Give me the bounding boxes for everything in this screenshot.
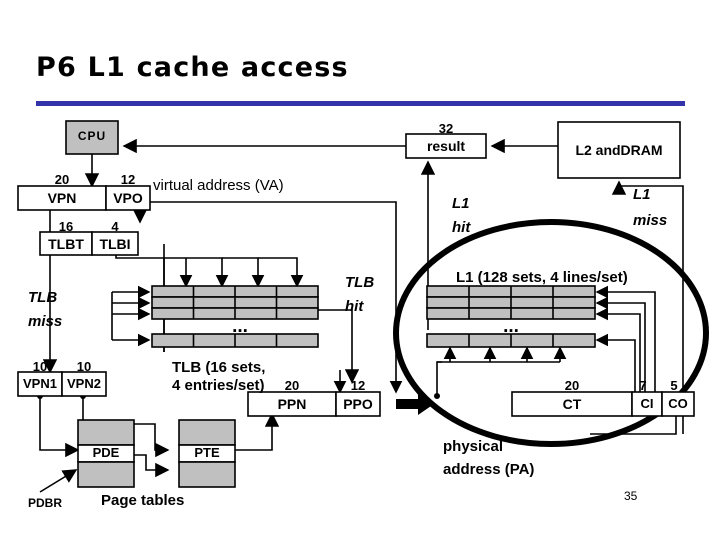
l1-caption: L1 (128 sets, 4 lines/set) [456, 269, 628, 286]
vpn-box [17, 185, 107, 211]
tlb-miss-label-line2: miss [28, 313, 63, 330]
tlbi-bits-label: 4 [111, 219, 119, 234]
ppn-label: PPN [277, 396, 307, 412]
vpn1-box [17, 371, 63, 397]
vpo-bits-label: 12 [120, 172, 136, 187]
physical-address-label-line2: address (PA) [443, 461, 535, 478]
l1-ellipsis: ... [503, 316, 519, 337]
vpn2-box [61, 371, 107, 397]
tlb-miss-label-line1: TLB [28, 289, 58, 306]
pte-table [178, 419, 236, 488]
result-box [405, 133, 487, 159]
ppn-bits-label: 20 [284, 378, 300, 393]
co-box [661, 391, 695, 417]
l1-hit-label-line2: hit [452, 219, 471, 236]
virtual-address-label: virtual address (VA) [153, 177, 284, 194]
tlb-caption-line1: TLB (16 sets, [172, 359, 266, 376]
tlbt-bits-label: 16 [58, 219, 74, 234]
vpn-bits-label: 20 [54, 172, 70, 187]
physical-address-label-line1: physical [443, 438, 504, 455]
page-number: 35 [624, 489, 638, 503]
pde-table [77, 419, 135, 488]
vpn2-label: VPN2 [67, 376, 101, 391]
l1-array [426, 285, 596, 348]
pdbr-label: PDBR [28, 496, 63, 510]
result-label: result [426, 138, 466, 154]
ppo-label: PPO [343, 396, 373, 412]
ct-box [511, 391, 633, 417]
l2-dram-box [557, 121, 681, 179]
cpu-label: CPU [77, 129, 107, 143]
vpo-label: VPO [113, 190, 143, 206]
co-bits-label: 5 [670, 378, 678, 393]
ci-bits-label: 7 [639, 378, 647, 393]
tlbi-box [91, 231, 139, 256]
vpn1-bits-label: 10 [32, 359, 48, 374]
ppo-bits-label: 12 [350, 378, 366, 393]
l1-cache-highlight-ellipse [393, 219, 709, 447]
tlb-array [151, 285, 319, 348]
vpo-box [105, 185, 151, 211]
l2-dram-label: L2 andDRAM [575, 142, 663, 158]
l1-miss-label-line1: L1 [633, 186, 651, 203]
ct-label: CT [562, 396, 582, 412]
tlb-hit-label-line1: TLB [345, 274, 375, 291]
ci-label: CI [640, 396, 654, 411]
pte-label: PTE [194, 445, 220, 460]
vpn2-bits-label: 10 [76, 359, 92, 374]
pde-label: PDE [92, 445, 120, 460]
cpu-box [65, 120, 119, 155]
ppn-box [247, 391, 337, 417]
vpn1-label: VPN1 [23, 376, 57, 391]
l1-hit-label-line1: L1 [452, 195, 470, 212]
co-label: CO [668, 396, 688, 411]
page-title: P6 L1 cache access [36, 52, 349, 83]
tlbi-label: TLBI [99, 236, 131, 252]
tlb-hit-label-line2: hit [345, 298, 364, 315]
tlbt-label: TLBT [48, 236, 84, 252]
tlb-caption-line2: 4 entries/set) [172, 377, 265, 394]
vpn-label: VPN [47, 190, 77, 206]
tlb-ellipsis: ... [232, 316, 248, 337]
title-underline-rule [36, 101, 685, 106]
page-tables-label: Page tables [101, 492, 185, 509]
l1-miss-label-line2: miss [633, 212, 668, 229]
result-bits-label: 32 [438, 121, 454, 136]
ppo-box [335, 391, 381, 417]
ct-bits-label: 20 [564, 378, 580, 393]
translation-arrow [396, 393, 434, 415]
